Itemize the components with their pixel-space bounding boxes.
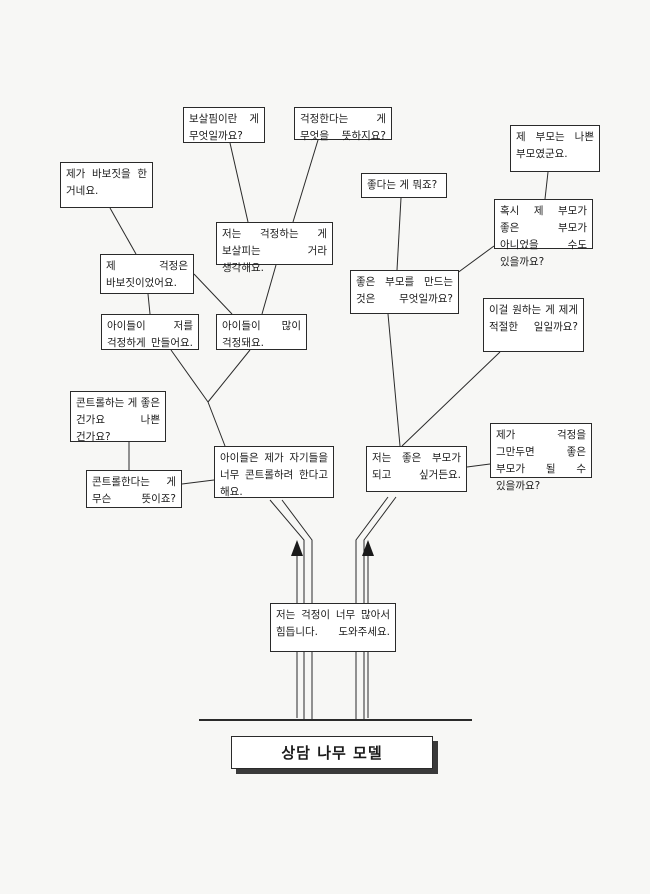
node-worry-foolish: 제 걱정은 바보짓이었어요.: [100, 254, 194, 294]
node-kids-make-worry: 아이들이 저를 걱정하게 만들어요.: [101, 314, 199, 350]
branch-left-trunk-to-control-meaning: [181, 479, 215, 485]
branch-care-to-worry-means: [292, 139, 319, 223]
branch-foolish-to-did-foolish: [109, 207, 137, 255]
node-right-trunk: 저는 좋은 부모가 되고 싶거든요.: [366, 446, 467, 492]
branch-right-trunk-to-good-parent: [387, 313, 401, 447]
left-trunk-line-inner: [281, 499, 313, 720]
node-appropriate: 이걸 원하는 게 제게 적절한 일일까요?: [483, 298, 584, 352]
branch-left-trunk-to-fork: [207, 401, 226, 447]
node-root: 저는 걱정이 너무 많아서 힘듭니다. 도와주세요.: [270, 603, 396, 652]
right-arrow-head-icon: [362, 540, 374, 556]
branch-care-to-what-is-care: [229, 142, 249, 223]
branch-fork-to-kids-make-worry: [170, 349, 209, 403]
diagram-title: 상담 나무 모델: [281, 744, 383, 762]
right-trunk-line-outer-upper: [363, 496, 397, 603]
node-what-is-good: 좋다는 게 뭐죠?: [361, 173, 447, 198]
branch-foolish-to-kids-worry-much: [193, 273, 233, 315]
node-worry-is-care: 저는 걱정하는 게 보살피는 거라 생각해요.: [216, 222, 333, 274]
node-maybe-not-good: 혹시 제 부모가 좋은 부모가 아니었을 수도 있을까요?: [494, 199, 593, 268]
branch-right-trunk-to-stop-worry: [466, 463, 491, 468]
node-kids-worry-much: 아이들이 많이 걱정돼요.: [216, 314, 307, 350]
node-worry-means: 걱정한다는 게 무엇을 뜻하지요?: [294, 107, 392, 142]
branch-maybe-not-to-bad-parents: [544, 171, 549, 200]
branch-kids-worry-much-to-care: [261, 264, 277, 315]
node-what-is-care: 보살핌이란 게 무엇일까요?: [183, 107, 265, 143]
node-bad-parents: 제 부모는 나쁜 부모였군요.: [510, 125, 600, 172]
left-trunk-line-outer-upper: [269, 499, 305, 603]
node-stop-worry: 제가 걱정을 그만두면 좋은 부모가 될 수 있을까요?: [490, 423, 592, 492]
branch-good-parent-to-what-is-good: [396, 197, 402, 271]
left-arrow-head-icon: [291, 540, 303, 556]
branch-fork-to-kids-worry-much: [207, 349, 251, 403]
node-control-good-bad: 콘트롤하는 게 좋은 건가요 나쁜 건가요?: [70, 391, 166, 443]
branch-right-trunk-to-appropriate: [401, 351, 501, 447]
node-what-makes-good: 좋은 부모를 만드는 것은 무엇일까요?: [350, 270, 459, 314]
node-left-trunk: 아이들은 제가 자기들을 너무 콘트롤하려 한다고 해요.: [214, 446, 334, 498]
node-control-meaning: 콘트롤한다는 게 무슨 뜻이죠?: [86, 470, 182, 508]
branch-kids-make-worry-to-foolish: [147, 293, 151, 315]
title-box: 상담 나무 모델: [231, 736, 433, 769]
node-did-foolish: 제가 바보짓을 한 거네요.: [60, 162, 153, 208]
right-trunk-line-inner: [355, 496, 389, 720]
